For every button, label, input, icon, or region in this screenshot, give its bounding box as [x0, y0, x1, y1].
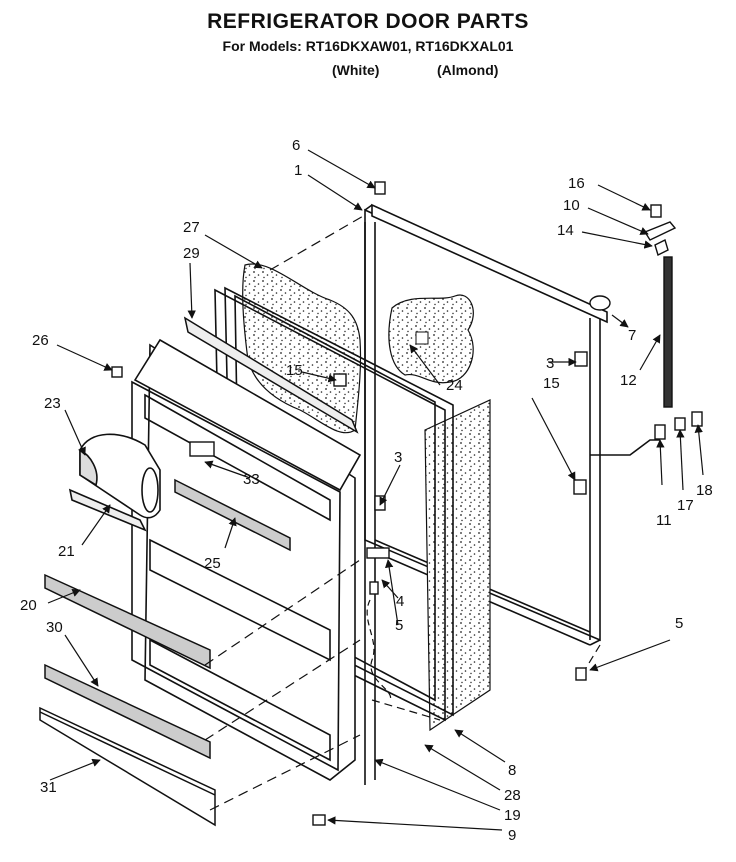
door-backing-patch	[388, 294, 474, 384]
callout-23: 23	[44, 395, 61, 412]
callout-11: 11	[656, 512, 672, 529]
callout-31: 31	[40, 779, 57, 796]
callout-10: 10	[563, 197, 580, 214]
callout-1: 1	[294, 162, 302, 179]
door-shelves	[39, 478, 291, 827]
callout-4: 4	[396, 593, 404, 610]
callout-labels: 6 1 16 10 14 7 12 3 15 5 11 17 18 27 29 …	[20, 137, 713, 844]
gasket-insulation	[424, 399, 491, 732]
callout-5-right: 5	[675, 615, 683, 632]
dairy-door	[68, 433, 161, 532]
callout-14: 14	[557, 222, 574, 239]
callout-21: 21	[58, 543, 75, 560]
callout-17: 17	[677, 497, 694, 514]
leader-lines	[47, 149, 704, 831]
callout-3-left: 3	[394, 449, 402, 466]
callout-5-left: 5	[395, 617, 403, 634]
color-almond-label: (Almond)	[437, 62, 499, 78]
callout-30: 30	[46, 619, 63, 636]
callout-7: 7	[628, 327, 636, 344]
callout-16: 16	[568, 175, 585, 192]
callout-15-left: 15	[286, 362, 303, 379]
outer-door-panel	[364, 203, 660, 785]
callout-24: 24	[446, 377, 463, 394]
callout-33: 33	[243, 471, 260, 488]
callout-6: 6	[292, 137, 300, 154]
diagram-title: REFRIGERATOR DOOR PARTS	[207, 10, 529, 33]
callout-20: 20	[20, 597, 37, 614]
models-line: For Models: RT16DKXAW01, RT16DKXAL01	[222, 38, 514, 54]
callout-29: 29	[183, 245, 200, 262]
color-white-label: (White)	[332, 62, 380, 78]
callout-25: 25	[204, 555, 221, 572]
callout-27: 27	[183, 219, 200, 236]
callout-26: 26	[32, 332, 49, 349]
callout-15-right: 15	[543, 375, 560, 392]
callout-8: 8	[508, 762, 516, 779]
callout-28: 28	[504, 787, 521, 804]
callout-12: 12	[620, 372, 637, 389]
callout-9: 9	[508, 827, 516, 844]
callout-18: 18	[696, 482, 713, 499]
callout-3-right: 3	[546, 355, 554, 372]
callout-19: 19	[504, 807, 521, 824]
breaker-strip	[183, 316, 359, 434]
